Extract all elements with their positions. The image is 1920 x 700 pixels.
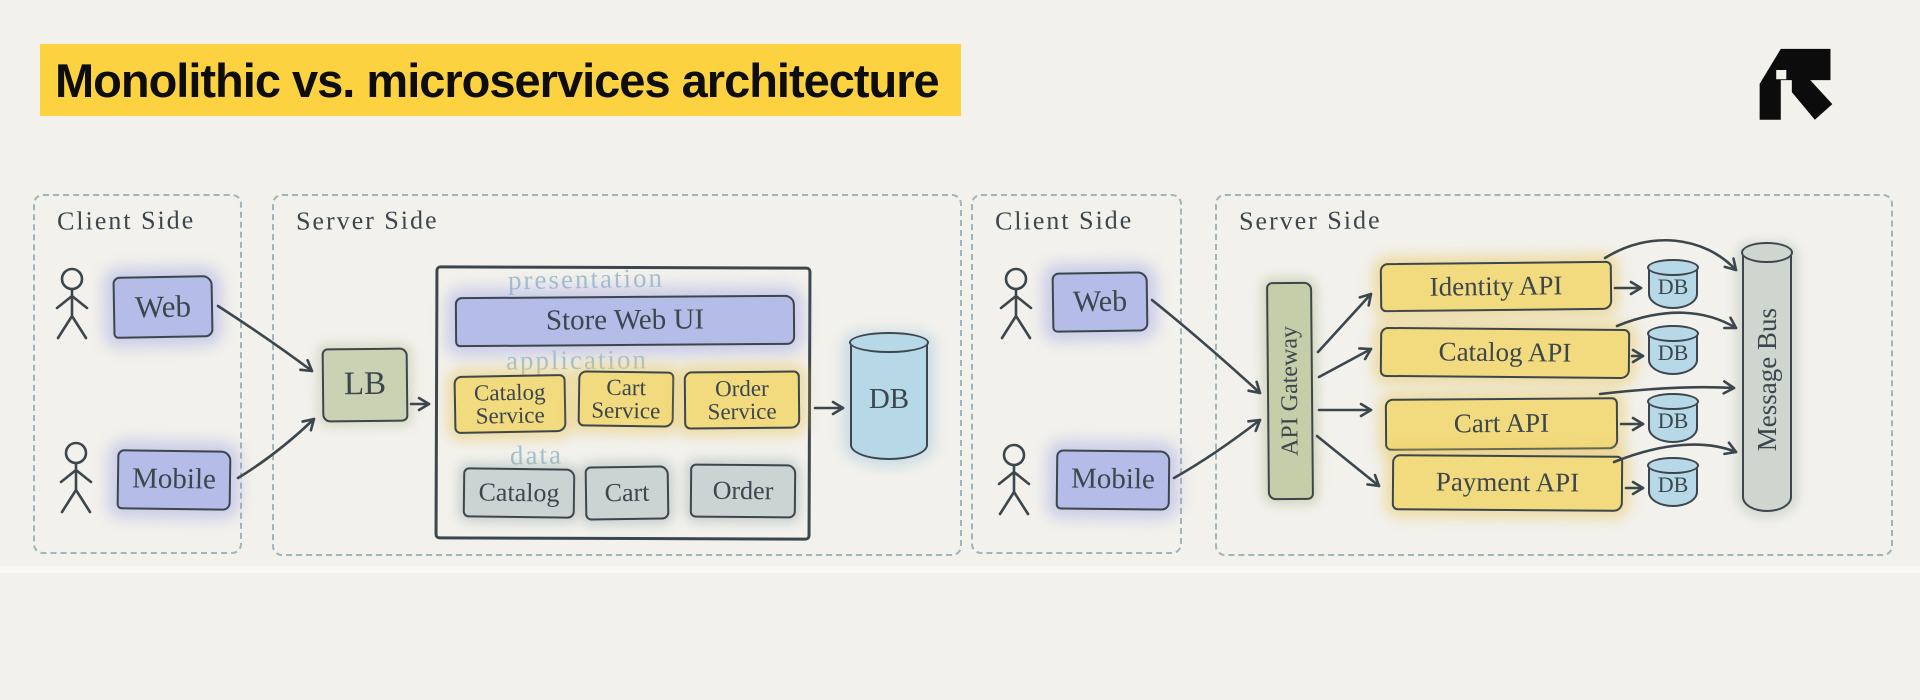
api-gateway-box: API Gateway: [1266, 281, 1314, 501]
monolith-client-side-region: Client Side: [33, 194, 242, 554]
catalog-service-label: Catalog Service: [473, 378, 546, 429]
catalog-api-box: Catalog API: [1379, 326, 1631, 380]
catalog-service-box: Catalog Service: [453, 374, 567, 434]
micro-web-client-box: Web: [1051, 271, 1149, 333]
payment-db-cylinder: DB: [1647, 457, 1699, 507]
db-label: DB: [1657, 471, 1689, 497]
server-side-label: Server Side: [295, 205, 439, 236]
catalog-data-label: Catalog: [478, 477, 560, 508]
monolith-server-side-region: Server Side: [272, 194, 962, 556]
cart-data-label: Cart: [604, 477, 650, 508]
cart-data-box: Cart: [584, 465, 670, 521]
server-side-label: Server Side: [1238, 205, 1382, 236]
canvas-edge: [0, 566, 1920, 573]
db-label: DB: [1657, 407, 1689, 433]
cart-service-box: Cart Service: [577, 370, 675, 428]
presentation-layer-label: presentation: [507, 262, 665, 296]
roadmap-r-logo-icon: [1759, 48, 1833, 120]
order-data-box: Order: [689, 463, 797, 519]
monolith-db-label: DB: [868, 382, 910, 415]
identity-db-cylinder: DB: [1647, 259, 1699, 309]
identity-api-label: Identity API: [1429, 270, 1563, 302]
cart-db-cylinder: DB: [1647, 393, 1699, 443]
catalog-data-box: Catalog: [462, 467, 576, 519]
payment-api-label: Payment API: [1435, 466, 1580, 498]
title-highlight: Monolithic vs. microservices architectur…: [40, 44, 961, 116]
catalog-db-cylinder: DB: [1647, 325, 1699, 375]
identity-api-box: Identity API: [1379, 260, 1613, 313]
message-bus-cylinder: Message Bus: [1741, 242, 1793, 512]
store-web-ui-box: Store Web UI: [454, 294, 796, 348]
order-service-label: Order Service: [707, 375, 777, 425]
client-side-label: Client Side: [994, 205, 1134, 236]
cart-api-label: Cart API: [1453, 407, 1550, 439]
page-title: Monolithic vs. microservices architectur…: [55, 53, 940, 107]
message-bus-label: Message Bus: [1751, 308, 1782, 452]
payment-api-box: Payment API: [1391, 454, 1624, 512]
client-side-label: Client Side: [56, 205, 196, 236]
cart-api-box: Cart API: [1384, 397, 1619, 451]
store-web-ui-label: Store Web UI: [545, 303, 705, 337]
load-balancer-box: LB: [321, 347, 409, 423]
monolith-db-cylinder: DB: [849, 332, 929, 460]
monolith-mobile-client-box: Mobile: [116, 449, 232, 511]
order-data-label: Order: [712, 475, 774, 505]
mobile-label: Mobile: [131, 462, 217, 496]
load-balancer-label: LB: [343, 365, 387, 403]
db-label: DB: [1657, 273, 1689, 299]
web-label: Web: [1072, 284, 1128, 319]
data-layer-label: data: [509, 439, 564, 471]
web-label: Web: [134, 288, 192, 325]
mobile-label: Mobile: [1070, 462, 1156, 496]
micro-mobile-client-box: Mobile: [1055, 449, 1171, 511]
monolith-web-client-box: Web: [112, 275, 214, 339]
order-service-box: Order Service: [683, 370, 801, 430]
api-gateway-label: API Gateway: [1276, 325, 1304, 457]
db-label: DB: [1657, 339, 1689, 365]
catalog-api-label: Catalog API: [1438, 336, 1572, 368]
cart-service-label: Cart Service: [591, 374, 661, 424]
